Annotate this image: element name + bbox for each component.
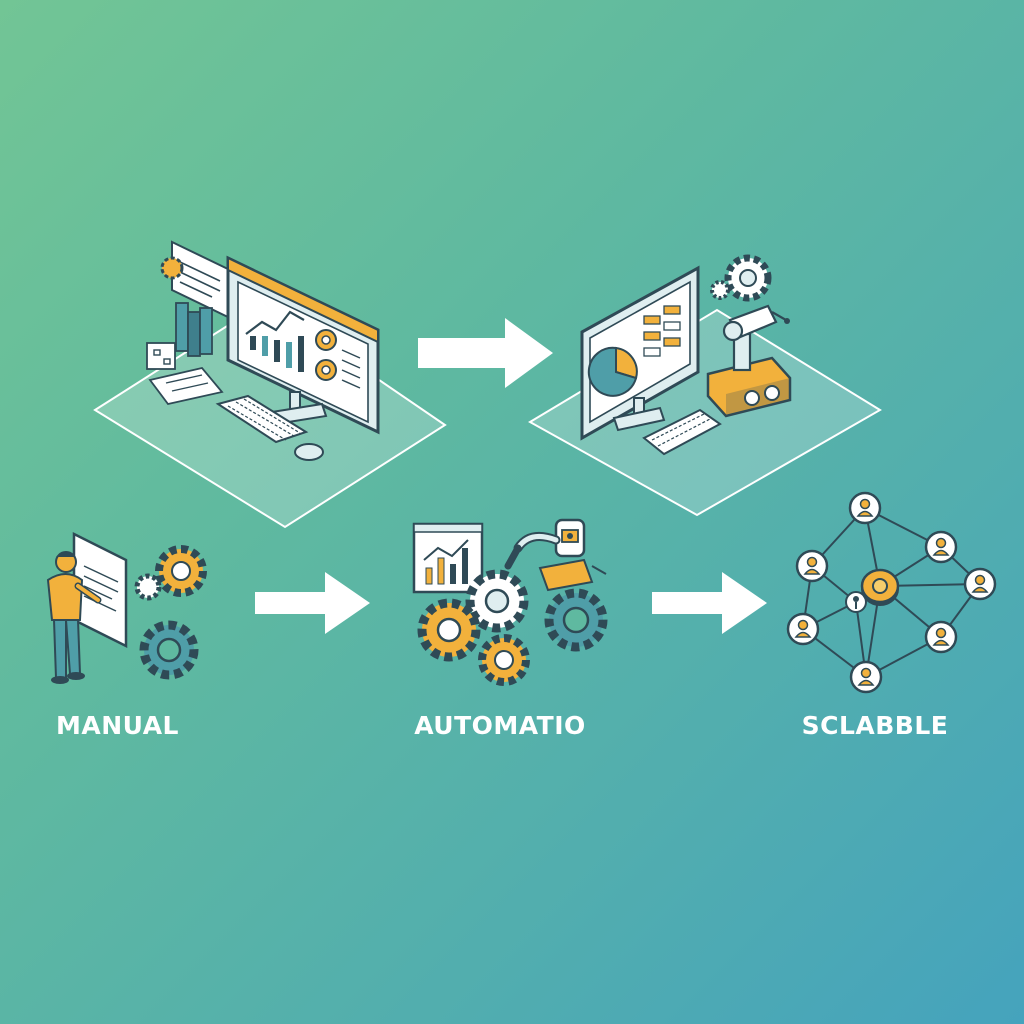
stage-label-automation: AUTOMATIO: [414, 711, 586, 740]
paper-icon: [148, 366, 224, 406]
monitor-icon: [580, 265, 700, 441]
arrow-top: [418, 318, 553, 388]
arrow-bottom-left: [255, 572, 370, 634]
stage-label-manual: MANUAL: [56, 711, 179, 740]
stage-label-scalable: SCLABBLE: [801, 711, 949, 740]
small-gear-icon: [710, 280, 730, 300]
pie-chart-icon: [615, 346, 638, 380]
chart-panel-icon: [412, 522, 484, 594]
manual-stage-illustration: [46, 531, 207, 684]
robot-arm-icon: [706, 304, 792, 418]
robot-arm-icon: [504, 518, 607, 592]
keyboard-icon: [642, 408, 722, 456]
user-node-icon: [795, 549, 829, 583]
scalable-stage-illustration: [786, 491, 997, 694]
mouse-icon: [294, 443, 324, 461]
line-chart-icon: [245, 310, 305, 335]
person-icon: [46, 551, 102, 684]
sticky-note-icon: [146, 342, 176, 370]
user-node-icon: [848, 491, 882, 525]
small-gear-icon: [160, 256, 184, 280]
user-node-icon: [924, 530, 958, 564]
user-node-icon: [924, 620, 958, 654]
monitor-icon: [226, 255, 380, 435]
binders-icon: [175, 302, 213, 357]
keyboard-icon: [215, 394, 309, 444]
automation-stage-illustration: [412, 518, 608, 686]
user-node-icon: [849, 660, 883, 694]
central-hub-icon: [860, 568, 900, 606]
user-node-icon: [786, 612, 820, 646]
manual-workstation-scene: [93, 240, 447, 529]
user-node-icon: [963, 567, 997, 601]
small-user-node-icon: [845, 591, 867, 613]
arrow-bottom-right: [652, 572, 767, 634]
small-gear-icon: [134, 573, 162, 601]
automated-workstation-scene: [528, 254, 882, 517]
